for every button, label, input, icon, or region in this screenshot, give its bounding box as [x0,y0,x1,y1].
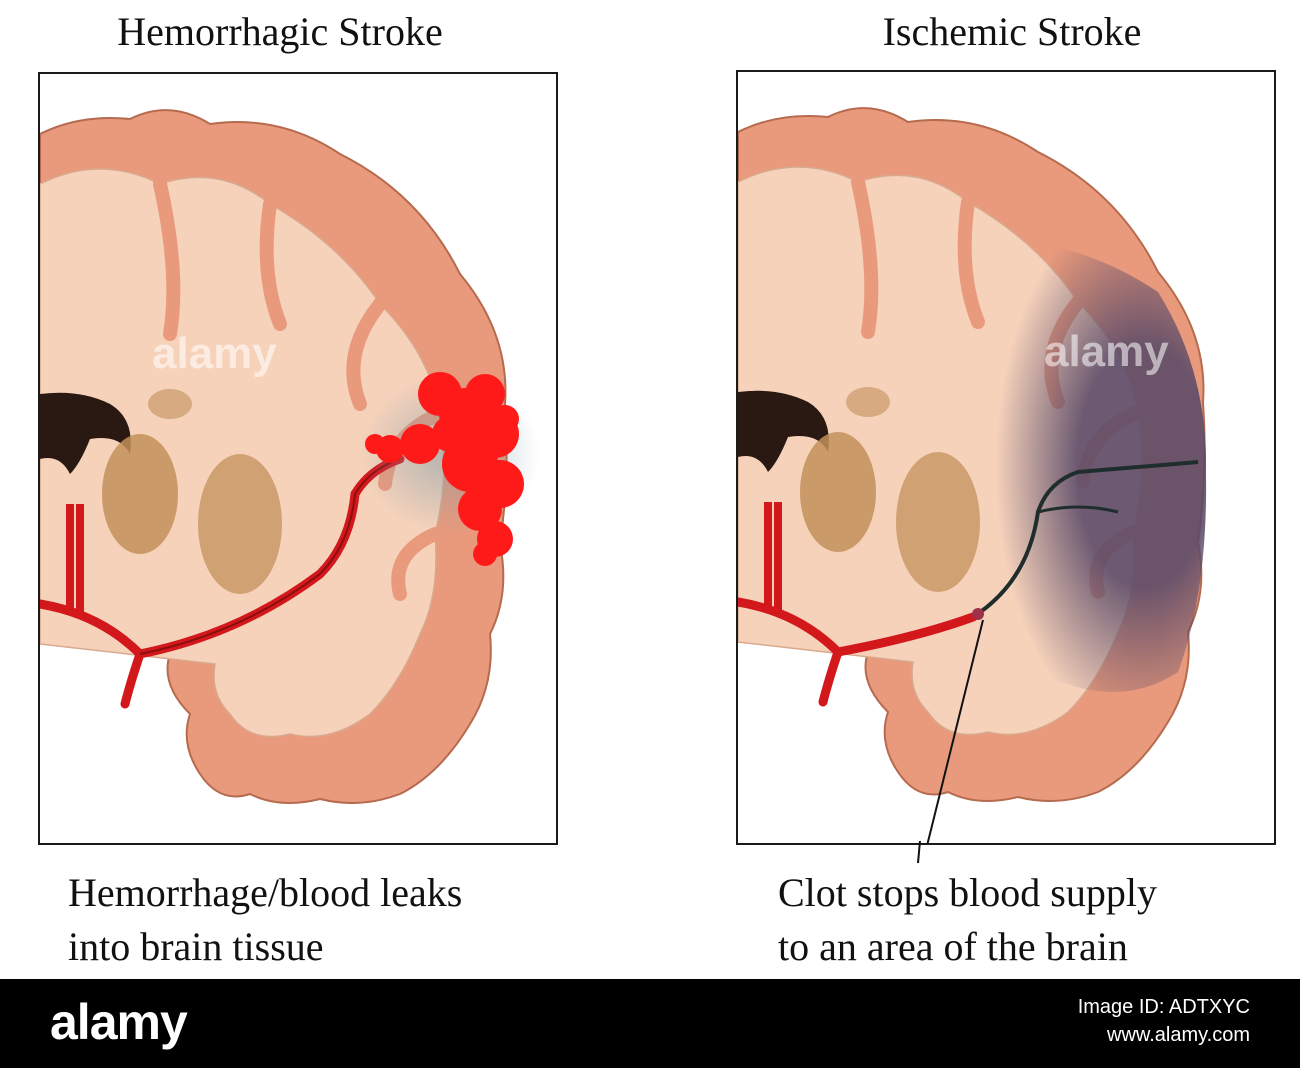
ischemic-area [958,240,1207,693]
clot-pointer-line [926,619,984,843]
ischemic-caption: Clot stops blood supply to an area of th… [778,866,1157,974]
ischemic-caption-line2: to an area of the brain [778,924,1128,969]
blocked-artery [971,460,1199,619]
basal-ganglia [800,432,876,552]
middle-cerebral-artery [738,597,978,707]
ischemic-stroke-title: Ischemic Stroke [882,9,1142,54]
clot [972,608,984,620]
hemorrhagic-caption-line1: Hemorrhage/blood leaks [68,870,463,915]
ischemic-brain-illustration [738,107,1207,843]
midline-artery [66,504,84,614]
footer-bar: alamy Image ID: ADTXYC www.alamy.com [0,979,1300,1068]
hemorrhagic-caption: Hemorrhage/blood leaks into brain tissue [68,866,462,974]
image-id: Image ID: ADTXYC [1077,996,1250,1018]
site-url[interactable]: www.alamy.com [1107,1024,1250,1046]
lateral-ventricle [40,392,131,474]
ischemic-caption-line1: Clot stops blood supply [778,870,1157,915]
hemorrhagic-stroke-title: Hemorrhagic Stroke [117,9,443,54]
hemorrhage-area [365,372,524,566]
ischemic-stroke-panel: alamy [736,70,1276,845]
alamy-logo: alamy [50,994,188,1050]
basal-ganglia [102,434,178,554]
footer-info: Image ID: ADTXYC www.alamy.com [1078,993,1250,1049]
midline-artery [764,502,782,612]
lateral-ventricle [738,390,829,472]
hemorrhagic-caption-line2: into brain tissue [68,924,324,969]
hemorrhagic-brain-illustration [40,109,540,804]
hemorrhagic-stroke-panel: alamy [38,72,558,845]
clot-pointer-extension [917,841,921,864]
